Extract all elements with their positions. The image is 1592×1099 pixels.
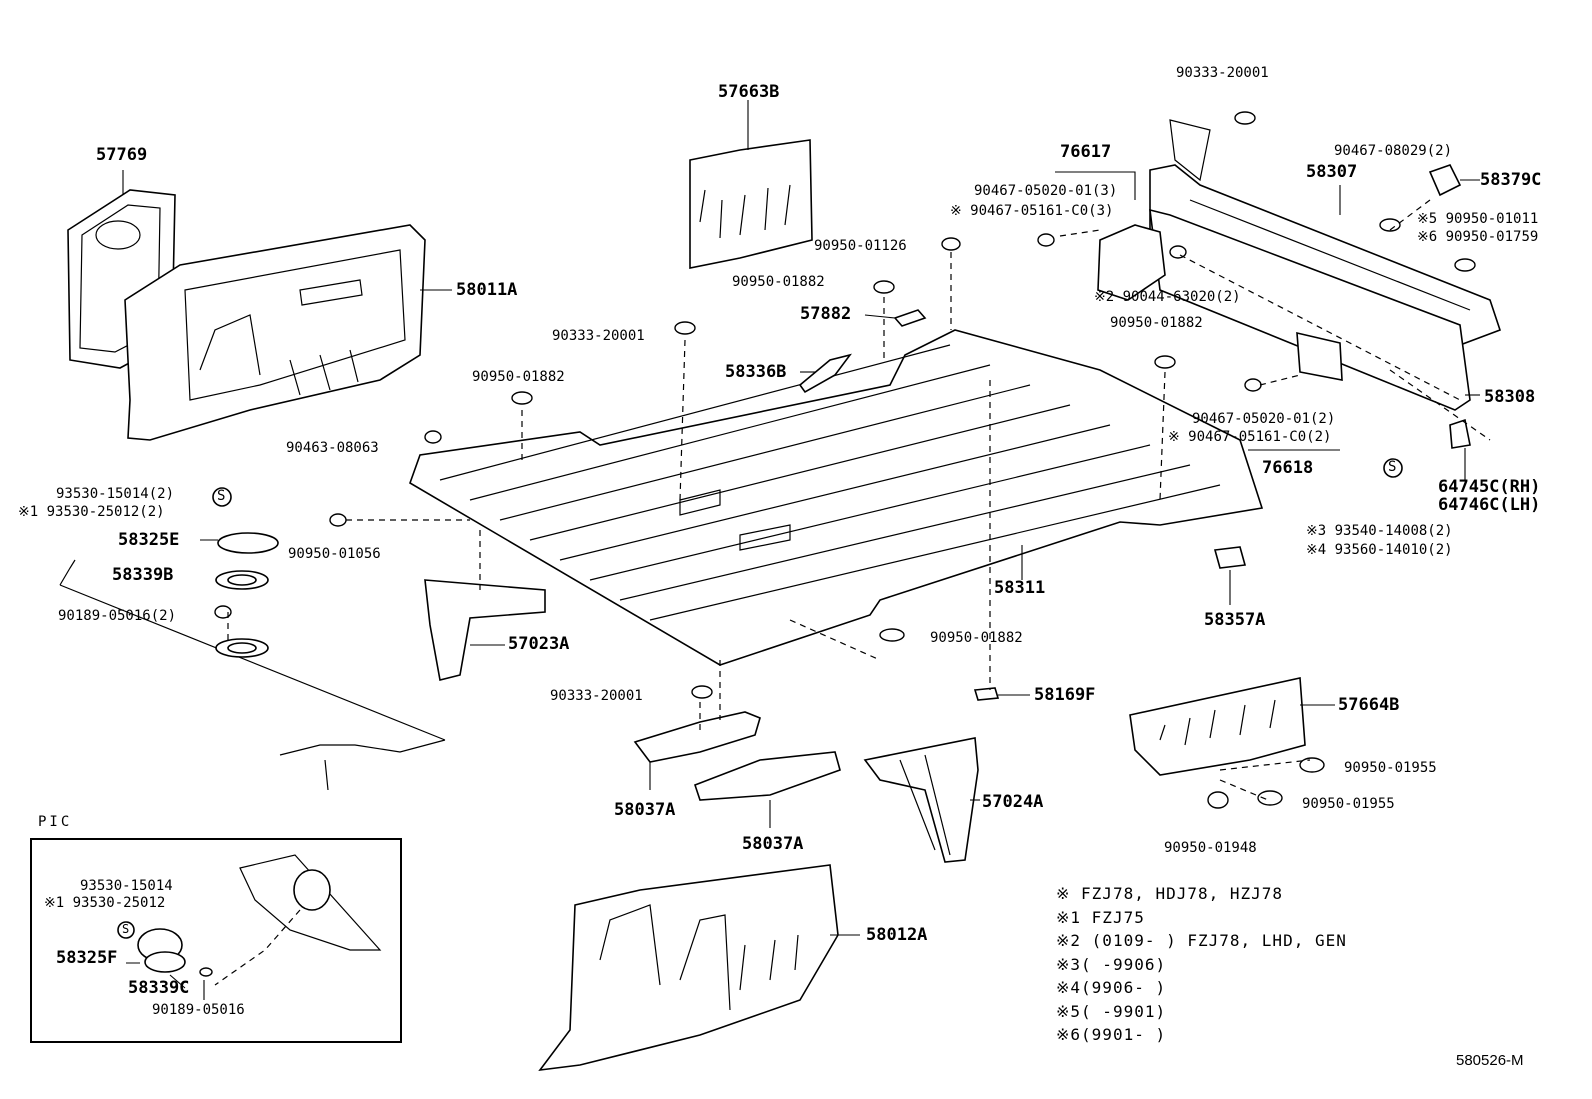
label-58357a[interactable]: 58357A — [1204, 610, 1266, 630]
plate-58037a-2 — [693, 751, 841, 828]
label-90950-01882-mid[interactable]: 90950-01882 — [930, 630, 1023, 646]
label-90950-01882-left[interactable]: 90950-01882 — [472, 369, 565, 385]
s-mark-right — [1383, 458, 1403, 478]
label-90467-05020-3[interactable]: 90467-05020-01(3) — [974, 183, 1118, 199]
guide-lines — [227, 199, 1491, 801]
note-line: ※ FZJ78, HDJ78, HZJ78 — [1056, 884, 1284, 903]
grommet-58325e — [200, 532, 279, 554]
body-outline-left — [59, 559, 446, 791]
pic-inset-box — [30, 838, 402, 1043]
s-symbol: S — [1388, 459, 1397, 475]
pic-label-93530-15014[interactable]: 93530-15014 — [80, 878, 173, 894]
figure-code: 580526-M — [1456, 1052, 1524, 1069]
label-58311[interactable]: 58311 — [994, 578, 1046, 598]
label-76617[interactable]: 76617 — [1060, 142, 1112, 162]
label-58037a-2[interactable]: 58037A — [742, 834, 804, 854]
notes-block: ※ FZJ78, HDJ78, HZJ78 ※1 FZJ75 ※2 (0109-… — [1056, 882, 1347, 1047]
bracket-58336b — [798, 353, 852, 394]
pic-label-58325f[interactable]: 58325F — [56, 948, 118, 968]
s-mark-pic — [117, 921, 135, 939]
label-58336b[interactable]: 58336B — [725, 362, 787, 382]
label-64745c[interactable]: 64745C(RH) — [1438, 477, 1541, 497]
member-57024a — [863, 737, 980, 863]
label-90467-05161-2[interactable]: ※ 90467-05161-C0(2) — [1168, 429, 1332, 445]
bracket-58169f — [973, 687, 1030, 701]
s-mark-left — [212, 487, 232, 507]
pic-inset-drawing — [126, 854, 382, 1000]
pic-label-93530-25012[interactable]: ※1 93530-25012 — [44, 895, 166, 911]
patch-57882 — [864, 309, 927, 327]
bracket-76618 — [1248, 331, 1343, 451]
bracket-76617 — [1055, 171, 1166, 301]
label-93560-14010[interactable]: ※4 93560-14010(2) — [1306, 542, 1453, 558]
label-90467-08029[interactable]: 90467-08029(2) — [1334, 143, 1453, 159]
label-90950-01882-top[interactable]: 90950-01882 — [732, 274, 825, 290]
label-58169f[interactable]: 58169F — [1034, 685, 1096, 705]
crossmember-58308 — [1149, 208, 1480, 411]
label-58325e[interactable]: 58325E — [118, 530, 180, 550]
label-58379c[interactable]: 58379C — [1480, 170, 1542, 190]
label-90463-08063[interactable]: 90463-08063 — [286, 440, 379, 456]
plate-58379c — [1428, 164, 1480, 197]
label-58037a-1[interactable]: 58037A — [614, 800, 676, 820]
cover-64745c — [1449, 418, 1471, 480]
label-76618[interactable]: 76618 — [1262, 458, 1314, 478]
pic-title: PIC — [38, 814, 73, 830]
label-57024a[interactable]: 57024A — [982, 792, 1044, 812]
label-90950-01948[interactable]: 90950-01948 — [1164, 840, 1257, 856]
label-90950-01126[interactable]: 90950-01126 — [814, 238, 907, 254]
label-58339b[interactable]: 58339B — [112, 565, 174, 585]
label-90333-20001-left[interactable]: 90333-20001 — [552, 328, 645, 344]
panel-58011a — [124, 224, 452, 441]
label-90950-01955-b[interactable]: 90950-01955 — [1302, 796, 1395, 812]
label-90950-01011[interactable]: ※5 90950-01011 — [1417, 211, 1539, 227]
s-symbol: S — [122, 922, 130, 936]
label-90044-63020[interactable]: ※2 90044-63020(2) — [1094, 289, 1241, 305]
panel-57663b — [689, 100, 813, 269]
note-line: ※1 FZJ75 — [1056, 907, 1145, 927]
label-90333-20001-top[interactable]: 90333-20001 — [1176, 65, 1269, 81]
label-90189-05016[interactable]: 90189-05016(2) — [58, 608, 177, 624]
label-90950-01056[interactable]: 90950-01056 — [288, 546, 381, 562]
label-57664b[interactable]: 57664B — [1338, 695, 1400, 715]
pic-label-58339c[interactable]: 58339C — [128, 978, 190, 998]
label-93530-15014[interactable]: 93530-15014(2) — [56, 486, 175, 502]
pic-label-90189-05016[interactable]: 90189-05016 — [152, 1002, 245, 1018]
label-90950-01759[interactable]: ※6 90950-01759 — [1417, 229, 1539, 245]
label-90467-05020-2[interactable]: 90467-05020-01(2) — [1192, 411, 1336, 427]
label-93530-25012[interactable]: ※1 93530-25012(2) — [18, 504, 165, 520]
bracket-58357a — [1213, 546, 1247, 605]
note-line: ※5( -9901) — [1056, 1001, 1167, 1021]
label-58012a[interactable]: 58012A — [866, 925, 928, 945]
member-57023a — [424, 579, 546, 681]
panel-58012a — [538, 864, 860, 1072]
label-64746c[interactable]: 64746C(LH) — [1438, 495, 1541, 515]
floor-pan-58311 — [409, 329, 1264, 666]
label-90950-01955-a[interactable]: 90950-01955 — [1344, 760, 1437, 776]
label-93540-14008[interactable]: ※3 93540-14008(2) — [1306, 523, 1453, 539]
fasteners — [214, 111, 1476, 809]
note-line: ※3( -9906) — [1056, 954, 1167, 974]
plate-58037a-1 — [633, 711, 761, 790]
note-line: ※4(9906- ) — [1056, 978, 1167, 997]
label-58307[interactable]: 58307 — [1306, 162, 1358, 182]
s-symbol: S — [217, 488, 226, 504]
label-90950-01882-right[interactable]: 90950-01882 — [1110, 315, 1203, 331]
label-90333-20001-bot[interactable]: 90333-20001 — [550, 688, 643, 704]
label-57769[interactable]: 57769 — [96, 145, 148, 165]
note-line: ※6(9901- ) — [1056, 1025, 1167, 1044]
label-57882[interactable]: 57882 — [800, 304, 852, 324]
label-90467-05161-3[interactable]: ※ 90467-05161-C0(3) — [950, 203, 1114, 219]
label-57663b[interactable]: 57663B — [718, 82, 780, 102]
panel-57664b — [1129, 677, 1335, 776]
label-57023a[interactable]: 57023A — [508, 634, 570, 654]
note-line: ※2 (0109- ) FZJ78, LHD, GEN — [1056, 931, 1347, 950]
grommet-58339b — [215, 570, 269, 658]
label-58308[interactable]: 58308 — [1484, 387, 1536, 407]
label-58011a[interactable]: 58011A — [456, 280, 518, 300]
